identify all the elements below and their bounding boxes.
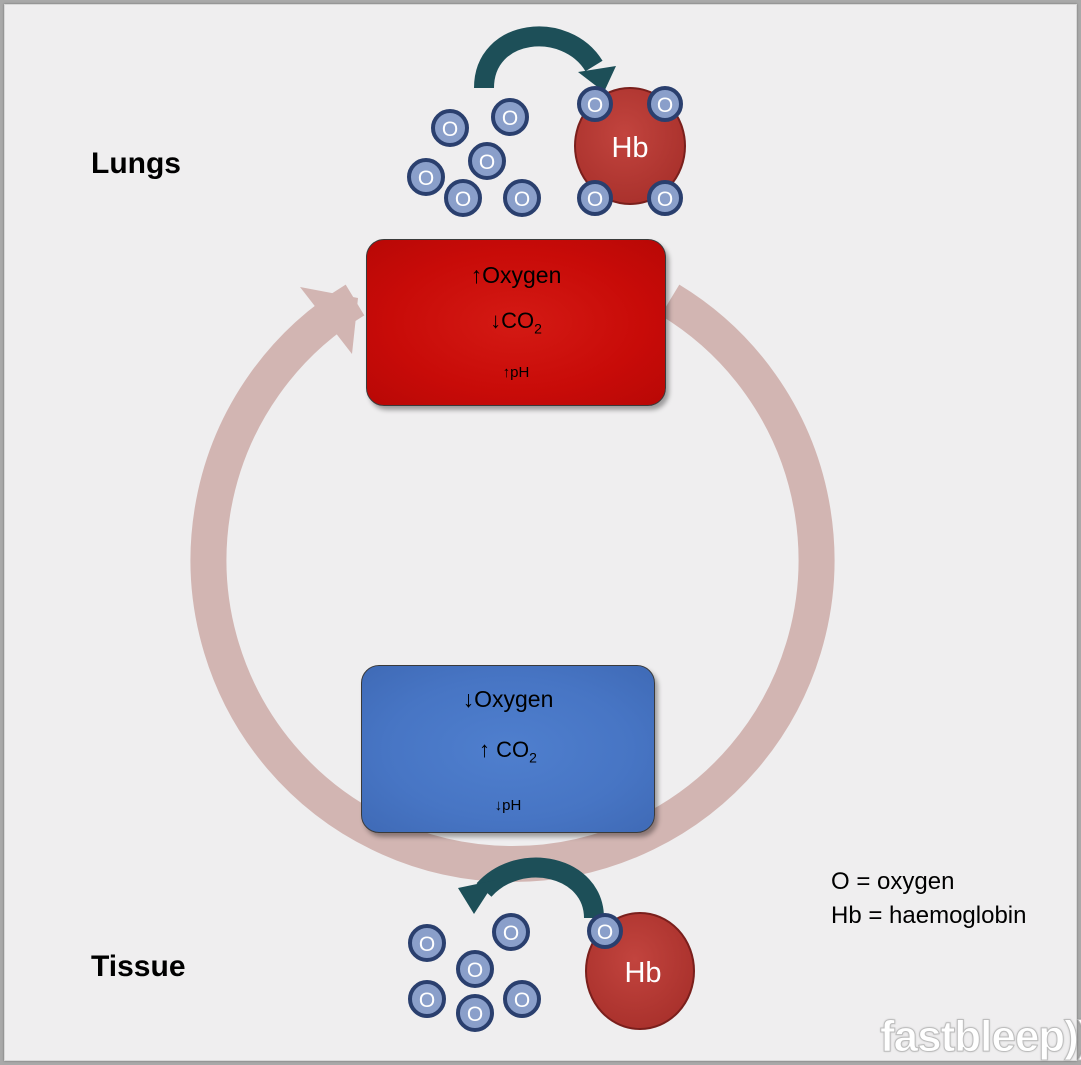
down-arrow-icon: ↓ xyxy=(490,308,502,333)
lungs-bound-oxygen: O O O O xyxy=(577,86,683,216)
oxygen-molecule: O xyxy=(503,179,541,217)
oxygen-molecule: O xyxy=(492,913,530,951)
up-arrow-icon: ↑ xyxy=(502,364,511,381)
oxygen-molecule: O xyxy=(407,158,445,196)
svg-text:O: O xyxy=(514,188,530,211)
tissue-co2-line: ↑ CO2 xyxy=(479,737,537,766)
hb-tissue-label: Hb xyxy=(624,957,661,989)
svg-text:O: O xyxy=(597,921,613,944)
fastbleep-watermark: fastbleep)) xyxy=(879,1012,1081,1062)
cycle-arrowhead xyxy=(300,287,358,354)
diagram-frame xyxy=(4,4,1077,1061)
svg-text:O: O xyxy=(442,118,458,141)
svg-text:O: O xyxy=(419,989,435,1012)
hb-lungs-label: Hb xyxy=(611,132,648,164)
oxygen-molecule: O xyxy=(503,980,541,1018)
up-arrow-icon: ↑ xyxy=(470,262,483,288)
svg-text:O: O xyxy=(587,188,603,211)
svg-text:O: O xyxy=(503,922,519,945)
svg-text:O: O xyxy=(467,1003,483,1026)
lungs-condition-box: ↑Oxygen ↓CO2 ↑pH xyxy=(366,239,666,406)
oxygen-molecule: O xyxy=(444,179,482,217)
up-arrow-icon: ↑ xyxy=(479,737,491,762)
tissue-curved-arrow xyxy=(458,857,604,919)
svg-text:O: O xyxy=(419,933,435,956)
down-arrow-icon: ↓ xyxy=(494,797,503,814)
oxygen-molecule: O xyxy=(468,142,506,180)
oxygen-molecule: O xyxy=(587,913,623,949)
tissue-ph-line: ↓pH xyxy=(494,797,522,814)
oxygen-molecule: O xyxy=(456,950,494,988)
oxygen-molecule: O xyxy=(408,924,446,962)
svg-text:O: O xyxy=(479,151,495,174)
lungs-ph-line: ↑pH xyxy=(502,364,530,381)
legend-haemoglobin: Hb = haemoglobin xyxy=(831,902,1027,929)
svg-text:O: O xyxy=(657,94,673,117)
svg-text:O: O xyxy=(455,188,471,211)
tissue-label: Tissue xyxy=(91,950,186,983)
tissue-bound-oxygen: O xyxy=(587,913,623,949)
svg-text:O: O xyxy=(418,167,434,190)
legend: O = oxygen Hb = haemoglobin xyxy=(831,865,1026,933)
svg-text:O: O xyxy=(514,989,530,1012)
lungs-co2-line: ↓CO2 xyxy=(490,308,542,337)
oxygen-molecule: O xyxy=(456,994,494,1032)
lungs-free-oxygen: O O O O O O xyxy=(407,98,541,217)
svg-text:O: O xyxy=(657,188,673,211)
oxygen-molecule: O xyxy=(491,98,529,136)
oxygen-molecule: O xyxy=(431,109,469,147)
oxygen-molecule: O xyxy=(577,180,613,216)
lungs-label: Lungs xyxy=(91,147,181,180)
oxygen-molecule: O xyxy=(577,86,613,122)
oxygen-molecule: O xyxy=(647,86,683,122)
oxygen-molecule: O xyxy=(647,180,683,216)
lungs-curved-arrow xyxy=(474,26,616,92)
tissue-free-oxygen: O O O O O O xyxy=(408,913,541,1032)
tissue-condition-box: ↓Oxygen ↑ CO2 ↓pH xyxy=(361,665,655,833)
down-arrow-icon: ↓ xyxy=(462,686,475,712)
svg-text:O: O xyxy=(502,107,518,130)
lungs-oxygen-line: ↑Oxygen xyxy=(470,262,562,288)
svg-text:O: O xyxy=(467,959,483,982)
oxygen-molecule: O xyxy=(408,980,446,1018)
legend-oxygen: O = oxygen xyxy=(831,868,955,895)
tissue-oxygen-line: ↓Oxygen xyxy=(462,686,554,712)
svg-text:O: O xyxy=(587,94,603,117)
